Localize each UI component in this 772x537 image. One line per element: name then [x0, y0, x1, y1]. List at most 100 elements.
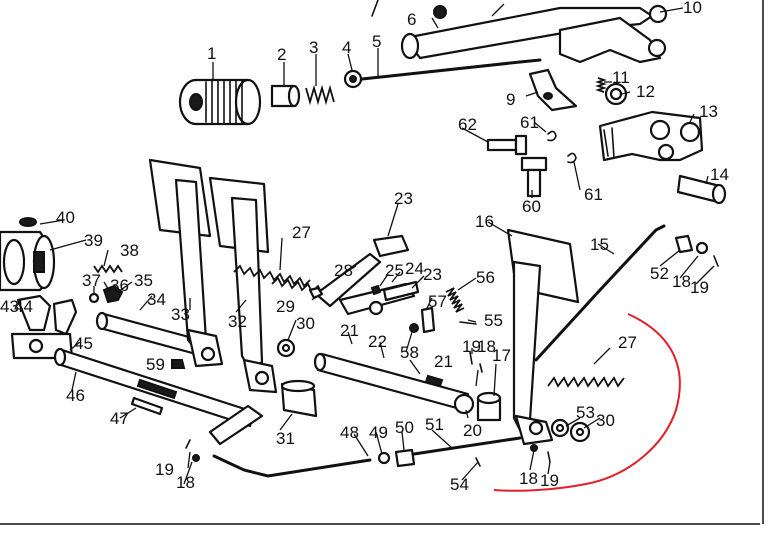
red-annotation-curve — [493, 313, 681, 492]
part-1-coil-drum — [178, 78, 262, 126]
callout-23-a: 23 — [394, 189, 413, 208]
part-24-plate — [382, 280, 420, 302]
callout-35: 35 — [134, 271, 153, 290]
callout-19-c: 19 — [540, 471, 559, 490]
callout-31: 31 — [276, 429, 295, 448]
part-47-key — [130, 396, 164, 416]
callout-24: 24 — [405, 259, 424, 278]
callout-1: 1 — [207, 44, 216, 63]
part-61-clip-lower — [567, 152, 577, 164]
part-25-pin — [370, 284, 382, 296]
part-27-spring-right — [547, 376, 625, 388]
part-53-collar — [550, 418, 570, 438]
callout-19-a: 19 — [462, 337, 481, 356]
part-30-collar-left — [276, 338, 296, 358]
callout-23-b: 23 — [423, 265, 442, 284]
part-28-lever — [314, 234, 416, 316]
part-57-bushing — [420, 306, 436, 334]
callout-2: 2 — [277, 45, 286, 64]
callout-18-c: 18 — [519, 469, 538, 488]
part-61-clip-upper — [547, 130, 557, 142]
callout-29: 29 — [276, 297, 295, 316]
part-12-ring — [604, 82, 628, 106]
part-19-pin-bottom — [547, 451, 551, 463]
callout-4: 4 — [342, 38, 351, 57]
callout-61-a: 61 — [520, 113, 539, 132]
callout-37: 37 — [82, 271, 101, 290]
callout-38: 38 — [120, 241, 139, 260]
part-27-spring-left — [233, 264, 311, 288]
page-frame — [0, 0, 764, 525]
callout-17: 17 — [492, 346, 511, 365]
callout-57: 57 — [428, 292, 447, 311]
callout-51: 51 — [425, 415, 444, 434]
callout-14: 14 — [710, 165, 729, 184]
callout-58: 58 — [400, 343, 419, 362]
part-37-bolt — [88, 292, 100, 304]
callout-18-b: 18 — [672, 272, 691, 291]
callout-18-a: 18 — [477, 337, 496, 356]
callout-11: 11 — [612, 68, 630, 87]
callout-33: 33 — [171, 305, 190, 324]
part-59-nut — [171, 359, 186, 369]
part-18-pin-mid — [479, 363, 483, 373]
callout-25: 25 — [385, 261, 404, 280]
part-17-sleeve — [476, 391, 502, 422]
callout-32: 32 — [228, 312, 247, 331]
callout-59: 59 — [146, 355, 165, 374]
callout-48: 48 — [340, 423, 359, 442]
callout-56: 56 — [476, 268, 495, 287]
callout-49: 49 — [369, 423, 388, 442]
callout-28: 28 — [334, 261, 353, 280]
callout-34: 34 — [147, 290, 166, 309]
callout-13: 13 — [699, 102, 718, 121]
callout-15: 15 — [590, 235, 609, 254]
callout-5: 5 — [372, 32, 381, 51]
callout-21-b: 21 — [434, 352, 453, 371]
part-4-washer — [343, 69, 363, 89]
leader-lines — [39, 3, 715, 485]
callout-27-a: 27 — [292, 223, 311, 242]
part-15-rod — [534, 224, 666, 362]
callout-12: 12 — [636, 82, 655, 101]
callout-21-a: 21 — [340, 321, 359, 340]
callout-53: 53 — [576, 403, 595, 422]
part-29-nut — [308, 286, 324, 300]
part-60-bolt — [520, 156, 548, 198]
part-62-bolt — [486, 134, 528, 156]
callout-10: 10 — [683, 0, 702, 17]
callout-3: 3 — [309, 38, 318, 57]
part-52-clip — [674, 234, 694, 254]
callout-62: 62 — [458, 115, 477, 134]
part-55-screw — [459, 321, 477, 325]
callout-54: 54 — [450, 475, 469, 494]
part-11-pin — [595, 77, 607, 93]
part-18-washer-left — [192, 454, 200, 462]
part-58-washer — [409, 323, 419, 333]
callout-19-b: 19 — [690, 278, 709, 297]
part-21-key — [424, 374, 444, 388]
part-38-spring — [93, 264, 123, 274]
part-2-sleeve — [270, 84, 301, 108]
part-56-spring — [445, 287, 465, 313]
part-31-block — [280, 379, 318, 418]
scan-edge — [371, 0, 379, 17]
part-32-pedal — [208, 176, 278, 394]
part-19-pin-left — [185, 439, 191, 449]
callout-labels: 1 2 3 4 5 6 9 10 11 12 13 14 15 16 17 18… — [0, 0, 729, 494]
callout-45: 45 — [74, 334, 93, 353]
callout-16: 16 — [475, 212, 494, 231]
callout-60: 60 — [522, 197, 541, 216]
callout-61-b: 61 — [584, 185, 603, 204]
part-5-rod — [360, 58, 542, 81]
part-13-bracket — [598, 110, 704, 162]
part-39-hub — [0, 230, 56, 292]
callout-46: 46 — [66, 386, 85, 405]
part-48-51-linkage — [208, 404, 522, 478]
callout-40: 40 — [56, 208, 75, 227]
callout-6: 6 — [407, 10, 416, 29]
part-20-collar — [453, 393, 475, 415]
part-19-pin-top — [713, 255, 719, 267]
part-19-pin-mid — [469, 351, 473, 365]
part-33-pedal — [148, 158, 224, 368]
